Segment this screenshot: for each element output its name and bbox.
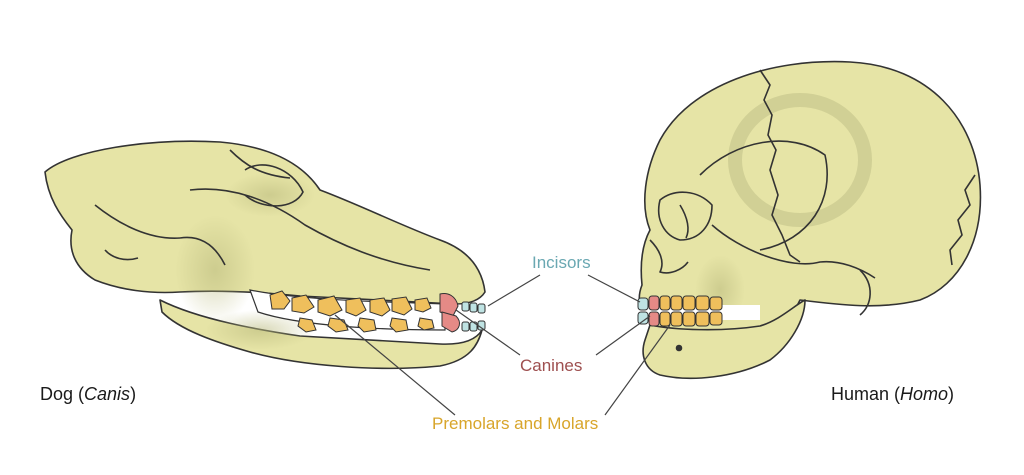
human-premolars-molars: [659, 295, 723, 327]
leader-incisors-human: [587, 274, 641, 303]
human-mandible: [642, 299, 806, 380]
human-genus: Homo: [900, 384, 949, 404]
human-canines: [648, 295, 660, 327]
leader-pm-dog: [334, 314, 456, 416]
dog-genus: Canis: [84, 384, 131, 404]
label-canines: Canines: [520, 356, 583, 375]
leader-canines-dog: [455, 309, 521, 356]
leader-pm-human: [604, 324, 671, 416]
human-skull-icon: [638, 60, 982, 380]
leader-canines-human: [595, 315, 651, 356]
species-label-human: Human (Homo): [831, 384, 955, 404]
leader-incisors-dog: [487, 274, 541, 307]
dog-common-name: Dog: [40, 384, 74, 404]
human-incisors: [637, 297, 649, 325]
dog-canines: [439, 293, 460, 333]
dog-skull-icon: [44, 140, 486, 370]
dog-incisors: [461, 301, 486, 332]
dog-cranium: [44, 140, 486, 305]
human-common-name: Human: [831, 384, 890, 404]
label-premolars-molars: Premolars and Molars: [432, 414, 599, 433]
leader-lines: [334, 274, 671, 416]
dog-premolars-molars: [269, 290, 435, 333]
label-incisors: Incisors: [532, 253, 591, 272]
species-label-dog: Dog (Canis): [40, 384, 137, 404]
